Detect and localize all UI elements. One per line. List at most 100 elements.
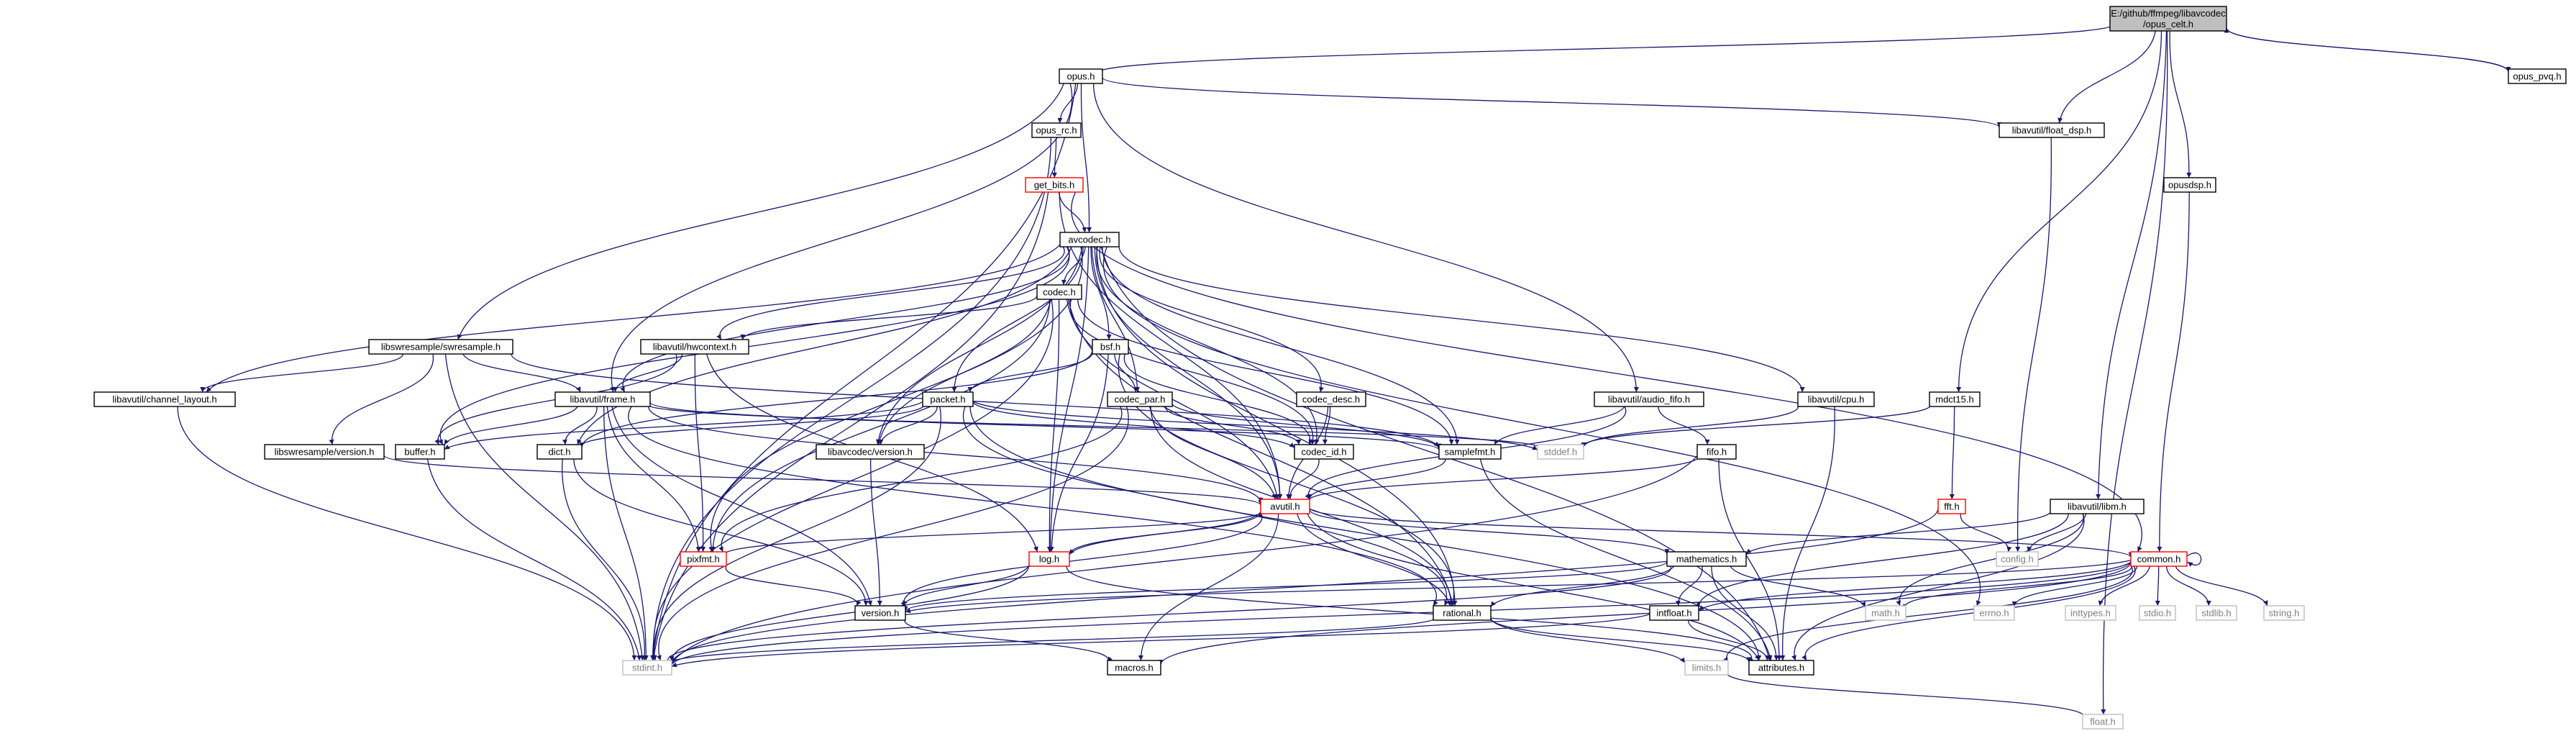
dependency-edge-swresample-to-frame xyxy=(462,353,581,393)
node-dict[interactable]: dict.h xyxy=(536,444,583,460)
node-box xyxy=(368,339,513,355)
node-get-bits[interactable]: get_bits.h xyxy=(1025,177,1084,193)
dependency-edge-avutil-to-mathematics xyxy=(1309,509,1670,555)
node-box xyxy=(1059,68,1103,84)
dependency-edge-opus_h-to-frame xyxy=(609,83,1073,393)
dependency-edge-fft-to-stdint xyxy=(669,508,1939,665)
dependency-edge-mathematics-to-version xyxy=(903,561,1668,612)
dependency-edge-pixfmt-to-version xyxy=(726,565,862,606)
dependency-edge-codec-to-lavc_version xyxy=(877,299,1051,445)
node-string: string.h xyxy=(2263,605,2305,621)
node-label: libavutil/hwcontext.h xyxy=(653,342,736,353)
node-codec-id[interactable]: codec_id.h xyxy=(1294,444,1354,460)
node-label: codec.h xyxy=(1043,287,1076,298)
dependency-edge-packet-to-stdint xyxy=(652,406,942,661)
dependency-edge-get_bits-to-common xyxy=(1071,191,2142,553)
dependency-edge-avcodec-to-avutil xyxy=(1094,246,1283,500)
node-label: attributes.h xyxy=(1758,663,1804,673)
node-version[interactable]: version.h xyxy=(854,605,906,621)
dependency-edge-bsf-to-dict xyxy=(579,350,1093,448)
node-opus-celt[interactable]: E:/github/ffmpeg/libavcodec/opus_celt.h xyxy=(2109,6,2227,32)
node-box xyxy=(1036,284,1082,300)
dependency-edge-channel_layout-to-stdint xyxy=(177,406,637,661)
dependency-edge-codec_par-to-codec_id xyxy=(1164,406,1302,445)
node-box xyxy=(1748,660,1814,676)
node-bsf[interactable]: bsf.h xyxy=(1092,339,1129,355)
node-box xyxy=(1937,499,1966,514)
node-sw-version[interactable]: libswresample/version.h xyxy=(264,444,385,460)
node-codec-par[interactable]: codec_par.h xyxy=(1107,391,1173,407)
dependency-edge-fifo-to-attributes xyxy=(1718,458,1782,661)
node-box xyxy=(2109,6,2227,32)
node-opus-rc[interactable]: opus_rc.h xyxy=(1031,122,1082,138)
node-fft[interactable]: fft.h xyxy=(1937,499,1966,514)
node-opus-pvq[interactable]: opus_pvq.h xyxy=(2508,68,2567,84)
node-box xyxy=(1929,391,1981,407)
node-limits: limits.h xyxy=(1684,660,1729,676)
dependency-edge-codec_par-to-pixfmt xyxy=(718,406,1123,553)
dependency-edge-opus_celt-to-float xyxy=(2101,30,2168,715)
dependency-edge-codec_par-to-samplefmt xyxy=(1171,404,1440,447)
dependency-edge-libm-to-math xyxy=(1896,513,2084,606)
node-box xyxy=(1025,177,1084,193)
node-mdct15[interactable]: mdct15.h xyxy=(1929,391,1981,407)
node-attributes[interactable]: attributes.h xyxy=(1748,660,1814,676)
node-cpu[interactable]: libavutil/cpu.h xyxy=(1797,391,1875,407)
node-audio-fifo[interactable]: libavutil/audio_fifo.h xyxy=(1594,391,1704,407)
dependency-edge-audio_fifo-to-samplefmt xyxy=(1494,406,1625,445)
dependency-edge-bsf-to-log xyxy=(1049,353,1109,553)
node-stdlib: stdlib.h xyxy=(2196,605,2237,621)
node-box xyxy=(1797,391,1875,407)
dependency-edge-rational-to-attributes xyxy=(1490,617,1752,663)
node-label: libswresample/version.h xyxy=(275,447,375,458)
node-box xyxy=(680,551,727,567)
node-label: fifo.h xyxy=(1707,447,1727,458)
node-avutil[interactable]: avutil.h xyxy=(1260,499,1310,514)
node-box xyxy=(622,660,672,676)
node-codec[interactable]: codec.h xyxy=(1036,284,1082,300)
node-float-dsp[interactable]: libavutil/float_dsp.h xyxy=(1999,122,2105,138)
node-packet[interactable]: packet.h xyxy=(922,391,974,407)
node-opusdsp[interactable]: opusdsp.h xyxy=(2163,177,2216,193)
node-common[interactable]: common.h xyxy=(2130,551,2188,567)
node-avcodec[interactable]: avcodec.h xyxy=(1059,232,1120,247)
node-channel-layout[interactable]: libavutil/channel_layout.h xyxy=(93,391,236,407)
node-fifo[interactable]: fifo.h xyxy=(1696,444,1737,460)
node-pixfmt[interactable]: pixfmt.h xyxy=(680,551,727,567)
node-buffer[interactable]: buffer.h xyxy=(395,444,445,460)
dependency-edge-avutil-to-macros xyxy=(1138,513,1279,661)
dependency-edge-codec-to-samplefmt xyxy=(1077,299,1454,445)
dependency-edge-frame-to-dict xyxy=(562,406,598,445)
node-box xyxy=(1107,391,1173,407)
node-label: log.h xyxy=(1039,554,1059,565)
node-libm[interactable]: libavutil/libm.h xyxy=(2050,499,2145,514)
dependency-edge-packet-to-lavc_version xyxy=(878,406,938,445)
dependency-edge-mathematics-to-intfloat xyxy=(1675,565,1703,606)
node-hwcontext[interactable]: libavutil/hwcontext.h xyxy=(640,339,749,355)
node-label: libavutil/channel_layout.h xyxy=(112,394,216,405)
node-label: macros.h xyxy=(1115,663,1153,673)
node-label: stdint.h xyxy=(632,663,662,673)
node-lavc-version[interactable]: libavcodec/version.h xyxy=(816,444,925,460)
node-codec-desc[interactable]: codec_desc.h xyxy=(1296,391,1366,407)
dependency-edge-common-to-macros xyxy=(1158,562,2132,665)
node-mathematics[interactable]: mathematics.h xyxy=(1666,551,1747,567)
node-opus-h[interactable]: opus.h xyxy=(1059,68,1103,84)
dependency-edge-avcodec-to-errno xyxy=(1103,246,1981,606)
node-intfloat[interactable]: intfloat.h xyxy=(1649,605,1699,621)
node-frame[interactable]: libavutil/frame.h xyxy=(554,391,651,407)
dependency-edge-libm-to-mathematics xyxy=(1745,512,2051,555)
node-samplefmt[interactable]: samplefmt.h xyxy=(1438,444,1502,460)
node-box xyxy=(1107,660,1161,676)
node-stdint: stdint.h xyxy=(622,660,672,676)
node-swresample[interactable]: libswresample/swresample.h xyxy=(368,339,513,355)
node-log[interactable]: log.h xyxy=(1028,551,1070,567)
node-box xyxy=(1028,551,1070,567)
dependency-edge-avcodec-to-attributes xyxy=(1100,246,1771,661)
dependency-edge-log-to-attributes xyxy=(1066,561,1755,663)
node-macros[interactable]: macros.h xyxy=(1107,660,1161,676)
dependency-edge-frame-to-version xyxy=(611,406,872,606)
dependency-edge-frame-to-stdint xyxy=(603,406,649,661)
dependency-edge-swresample-to-channel_layout xyxy=(200,353,404,393)
node-rational[interactable]: rational.h xyxy=(1433,605,1492,621)
